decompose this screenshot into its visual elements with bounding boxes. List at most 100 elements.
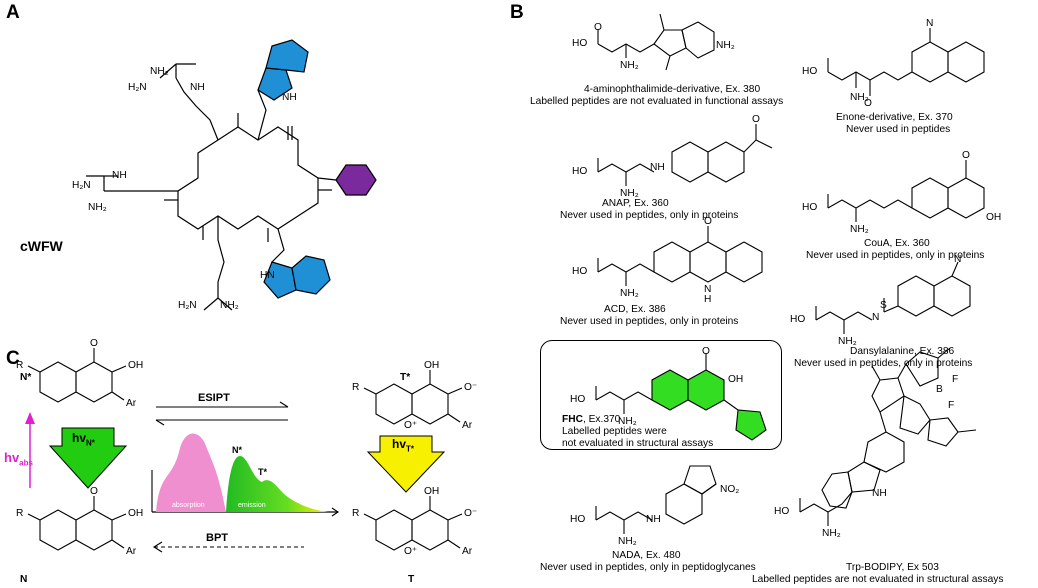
aminophthalimide-name: 4-aminophthalimide-derivative, Ex. 380 <box>584 84 761 95</box>
spectrum-t-peak: T* <box>258 467 267 477</box>
atom-label: HO <box>572 166 588 177</box>
panel-letter-a: A <box>6 2 20 23</box>
anap-note: Never used in peptides, only in proteins <box>560 210 739 221</box>
atom-label: NH₂ <box>220 300 239 311</box>
aminophthalimide-note: Labelled peptides are not evaluated in f… <box>530 96 784 107</box>
state-n: N <box>20 574 28 585</box>
atom-label: O <box>752 114 760 125</box>
atom-label: HO <box>802 66 818 77</box>
fhc-caption-line3: not evaluated in structural assays <box>562 438 714 449</box>
hv-abs-label: hvabs <box>4 450 33 470</box>
atom-label: S <box>880 300 887 311</box>
hv-t-label: hvT* <box>392 438 414 455</box>
hv-t-arrow <box>366 435 446 493</box>
atom-label: HN <box>260 270 275 281</box>
atom-label: O <box>594 22 602 33</box>
atom-label: Ar <box>462 420 473 431</box>
bodipy-note: Labelled peptides are not evaluated in s… <box>752 574 1004 585</box>
atom-label: H₂N <box>72 180 91 191</box>
atom-label: Ar <box>126 546 137 557</box>
phenyl-ring <box>335 164 377 196</box>
atom-label: NH₂ <box>838 336 857 347</box>
coua-note: Never used in peptides, only in proteins <box>806 250 985 261</box>
fhc-name: FHC <box>562 414 583 425</box>
atom-label: O⁺ <box>404 420 418 431</box>
tryptophan-top <box>257 39 309 101</box>
hv-t-text: hv <box>392 437 407 451</box>
atom-label: Ar <box>462 546 473 557</box>
acd-name: ACD, Ex. 386 <box>604 304 666 315</box>
atom-label: N <box>926 18 934 29</box>
atom-label: HO <box>802 202 818 213</box>
atom-label: HO <box>790 314 806 325</box>
atom-label: HO <box>570 514 586 525</box>
atom-label: OH <box>128 360 144 371</box>
atom-label: N <box>872 312 880 323</box>
absorption-band <box>156 433 226 512</box>
atom-label: NH₂ <box>618 536 637 547</box>
atom-label: O <box>90 338 98 349</box>
atom-label: NH₂ <box>620 288 639 299</box>
hv-abs-sub: abs <box>19 458 33 468</box>
emission-label: emission <box>238 502 266 509</box>
atom-label: NO₂ <box>720 484 740 495</box>
panel-letter-c: C <box>6 348 20 369</box>
coua-name: CouA, Ex. 360 <box>864 238 930 249</box>
atom-label: O <box>702 346 710 357</box>
atom-label: H <box>704 294 712 305</box>
atom-label: NH₂ <box>620 188 639 199</box>
nada-note: Never used in peptides, only in peptidog… <box>540 562 756 573</box>
atom-label: Ar <box>126 398 137 409</box>
bpt-label: BPT <box>206 532 228 544</box>
atom-label: H₂N <box>178 300 197 311</box>
fhc-highlight-box <box>540 340 782 450</box>
atom-label: NH₂ <box>850 92 869 103</box>
atom-label: NH₂ <box>150 66 169 77</box>
atom-label: R <box>16 360 24 371</box>
atom-label: NH₂ <box>850 224 869 235</box>
atom-label: OH <box>986 212 1002 223</box>
atom-label: H₂N <box>128 82 147 93</box>
atom-label: NH <box>282 92 297 103</box>
atom-label: OH <box>128 508 144 519</box>
atom-label: O <box>864 98 872 109</box>
atom-label: NH₂ <box>822 528 841 539</box>
state-t: T <box>408 574 415 585</box>
atom-label: NH₂ <box>620 60 639 71</box>
hv-n-sub: N* <box>86 438 95 448</box>
hv-n-text: hv <box>72 431 87 445</box>
atom-label: HO <box>570 394 586 405</box>
fhc-caption-line1: FHC, Ex.370 <box>562 414 620 426</box>
atom-label: HO <box>572 38 588 49</box>
nada-name: NADA, Ex. 480 <box>612 550 681 561</box>
atom-label: O⁻ <box>464 508 478 519</box>
dansyl-name: Dansylalanine, Ex. 386 <box>850 346 955 357</box>
atom-label: NH₂ <box>618 416 637 427</box>
spectrum-n-peak: N* <box>232 445 243 455</box>
dansyl-note: Never used in peptides, only in proteins <box>794 358 973 369</box>
emission-band <box>226 456 328 512</box>
enone-name: Enone-derivative, Ex. 370 <box>836 112 953 123</box>
acd-note: Never used in peptides, only in proteins <box>560 316 739 327</box>
atom-label: O <box>704 216 712 227</box>
hv-n-label: hvN* <box>72 432 95 449</box>
atom-label: NH <box>872 488 887 499</box>
bodipy-name: Trp-BODIPY, Ex 503 <box>846 562 939 573</box>
atom-label: R <box>16 508 24 519</box>
hv-abs-text: hv <box>4 450 20 465</box>
panel-b-structures <box>595 13 985 534</box>
atom-label: O <box>962 150 970 161</box>
atom-label: B <box>936 384 943 395</box>
state-t-star: T* <box>400 372 411 383</box>
atom-label: F <box>952 374 959 385</box>
atom-label: NH <box>112 170 127 181</box>
atom-label: O⁺ <box>404 546 418 557</box>
fhc-caption-line2: Labelled peptides were <box>562 426 667 437</box>
state-n-star: N* <box>20 372 32 383</box>
cwfw-label: cWFW <box>20 238 63 254</box>
atom-label: N <box>704 284 712 295</box>
tryptophan-bottom <box>263 255 331 299</box>
atom-label: F <box>948 400 955 411</box>
atom-label: O <box>90 486 98 497</box>
